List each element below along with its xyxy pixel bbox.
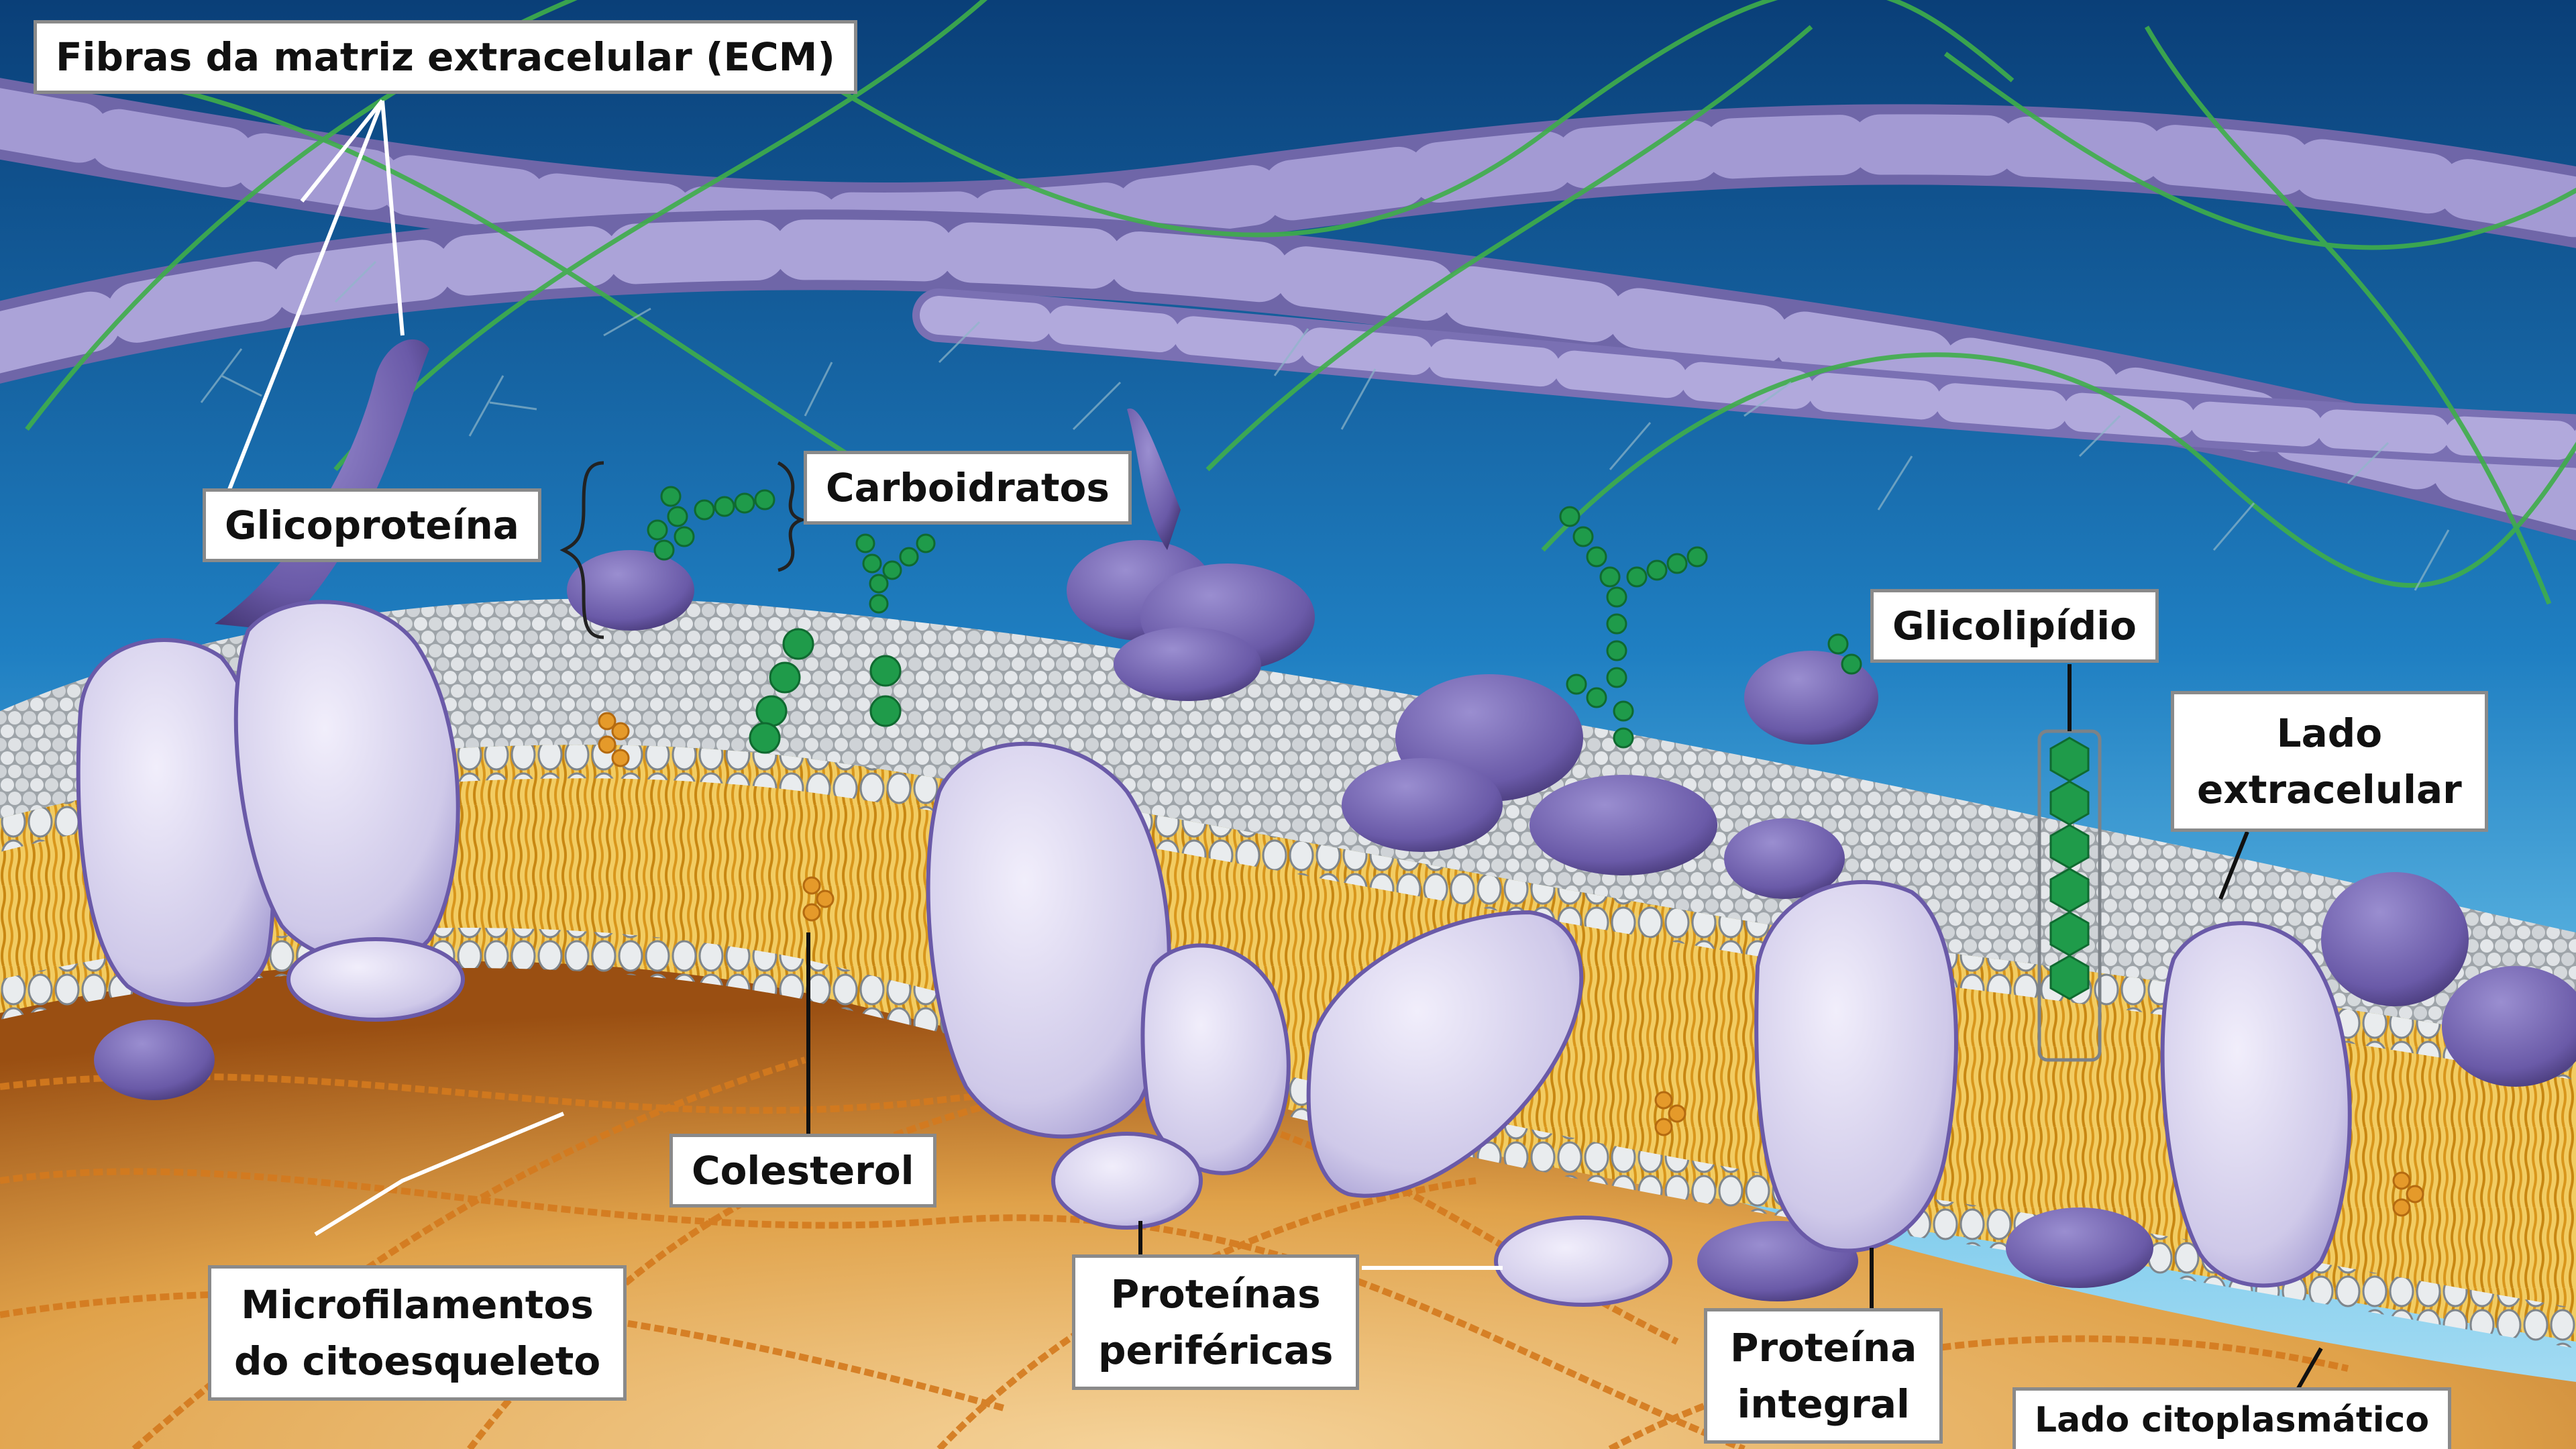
label-glycoprotein: Glicoproteína [203, 488, 541, 562]
label-extracellular-side: Lado extracelular [2171, 691, 2488, 832]
label-integral-protein-line2: integral [1730, 1376, 1917, 1432]
label-carbohydrates: Carboidratos [804, 451, 1132, 525]
label-peripheral-proteins-line2: periféricas [1098, 1322, 1333, 1379]
label-peripheral-proteins: Proteínas periféricas [1072, 1254, 1359, 1390]
label-extracellular-side-line2: extracelular [2197, 761, 2462, 818]
label-extracellular-side-line1: Lado [2197, 705, 2462, 761]
label-cytoplasmic-side: Lado citoplasmático [2012, 1387, 2451, 1449]
label-microfilaments: Microfilamentos do citoesqueleto [208, 1265, 627, 1401]
label-microfilaments-line1: Microfilamentos [234, 1277, 600, 1333]
label-cholesterol: Colesterol [669, 1134, 936, 1208]
label-integral-protein-line1: Proteína [1730, 1320, 1917, 1376]
label-ecm-fibers: Fibras da matriz extracelular (ECM) [34, 20, 857, 94]
label-integral-protein: Proteína integral [1704, 1308, 1943, 1444]
label-microfilaments-line2: do citoesqueleto [234, 1333, 600, 1389]
label-peripheral-proteins-line1: Proteínas [1098, 1266, 1333, 1322]
label-glycolipid: Glicolipídio [1870, 589, 2159, 663]
